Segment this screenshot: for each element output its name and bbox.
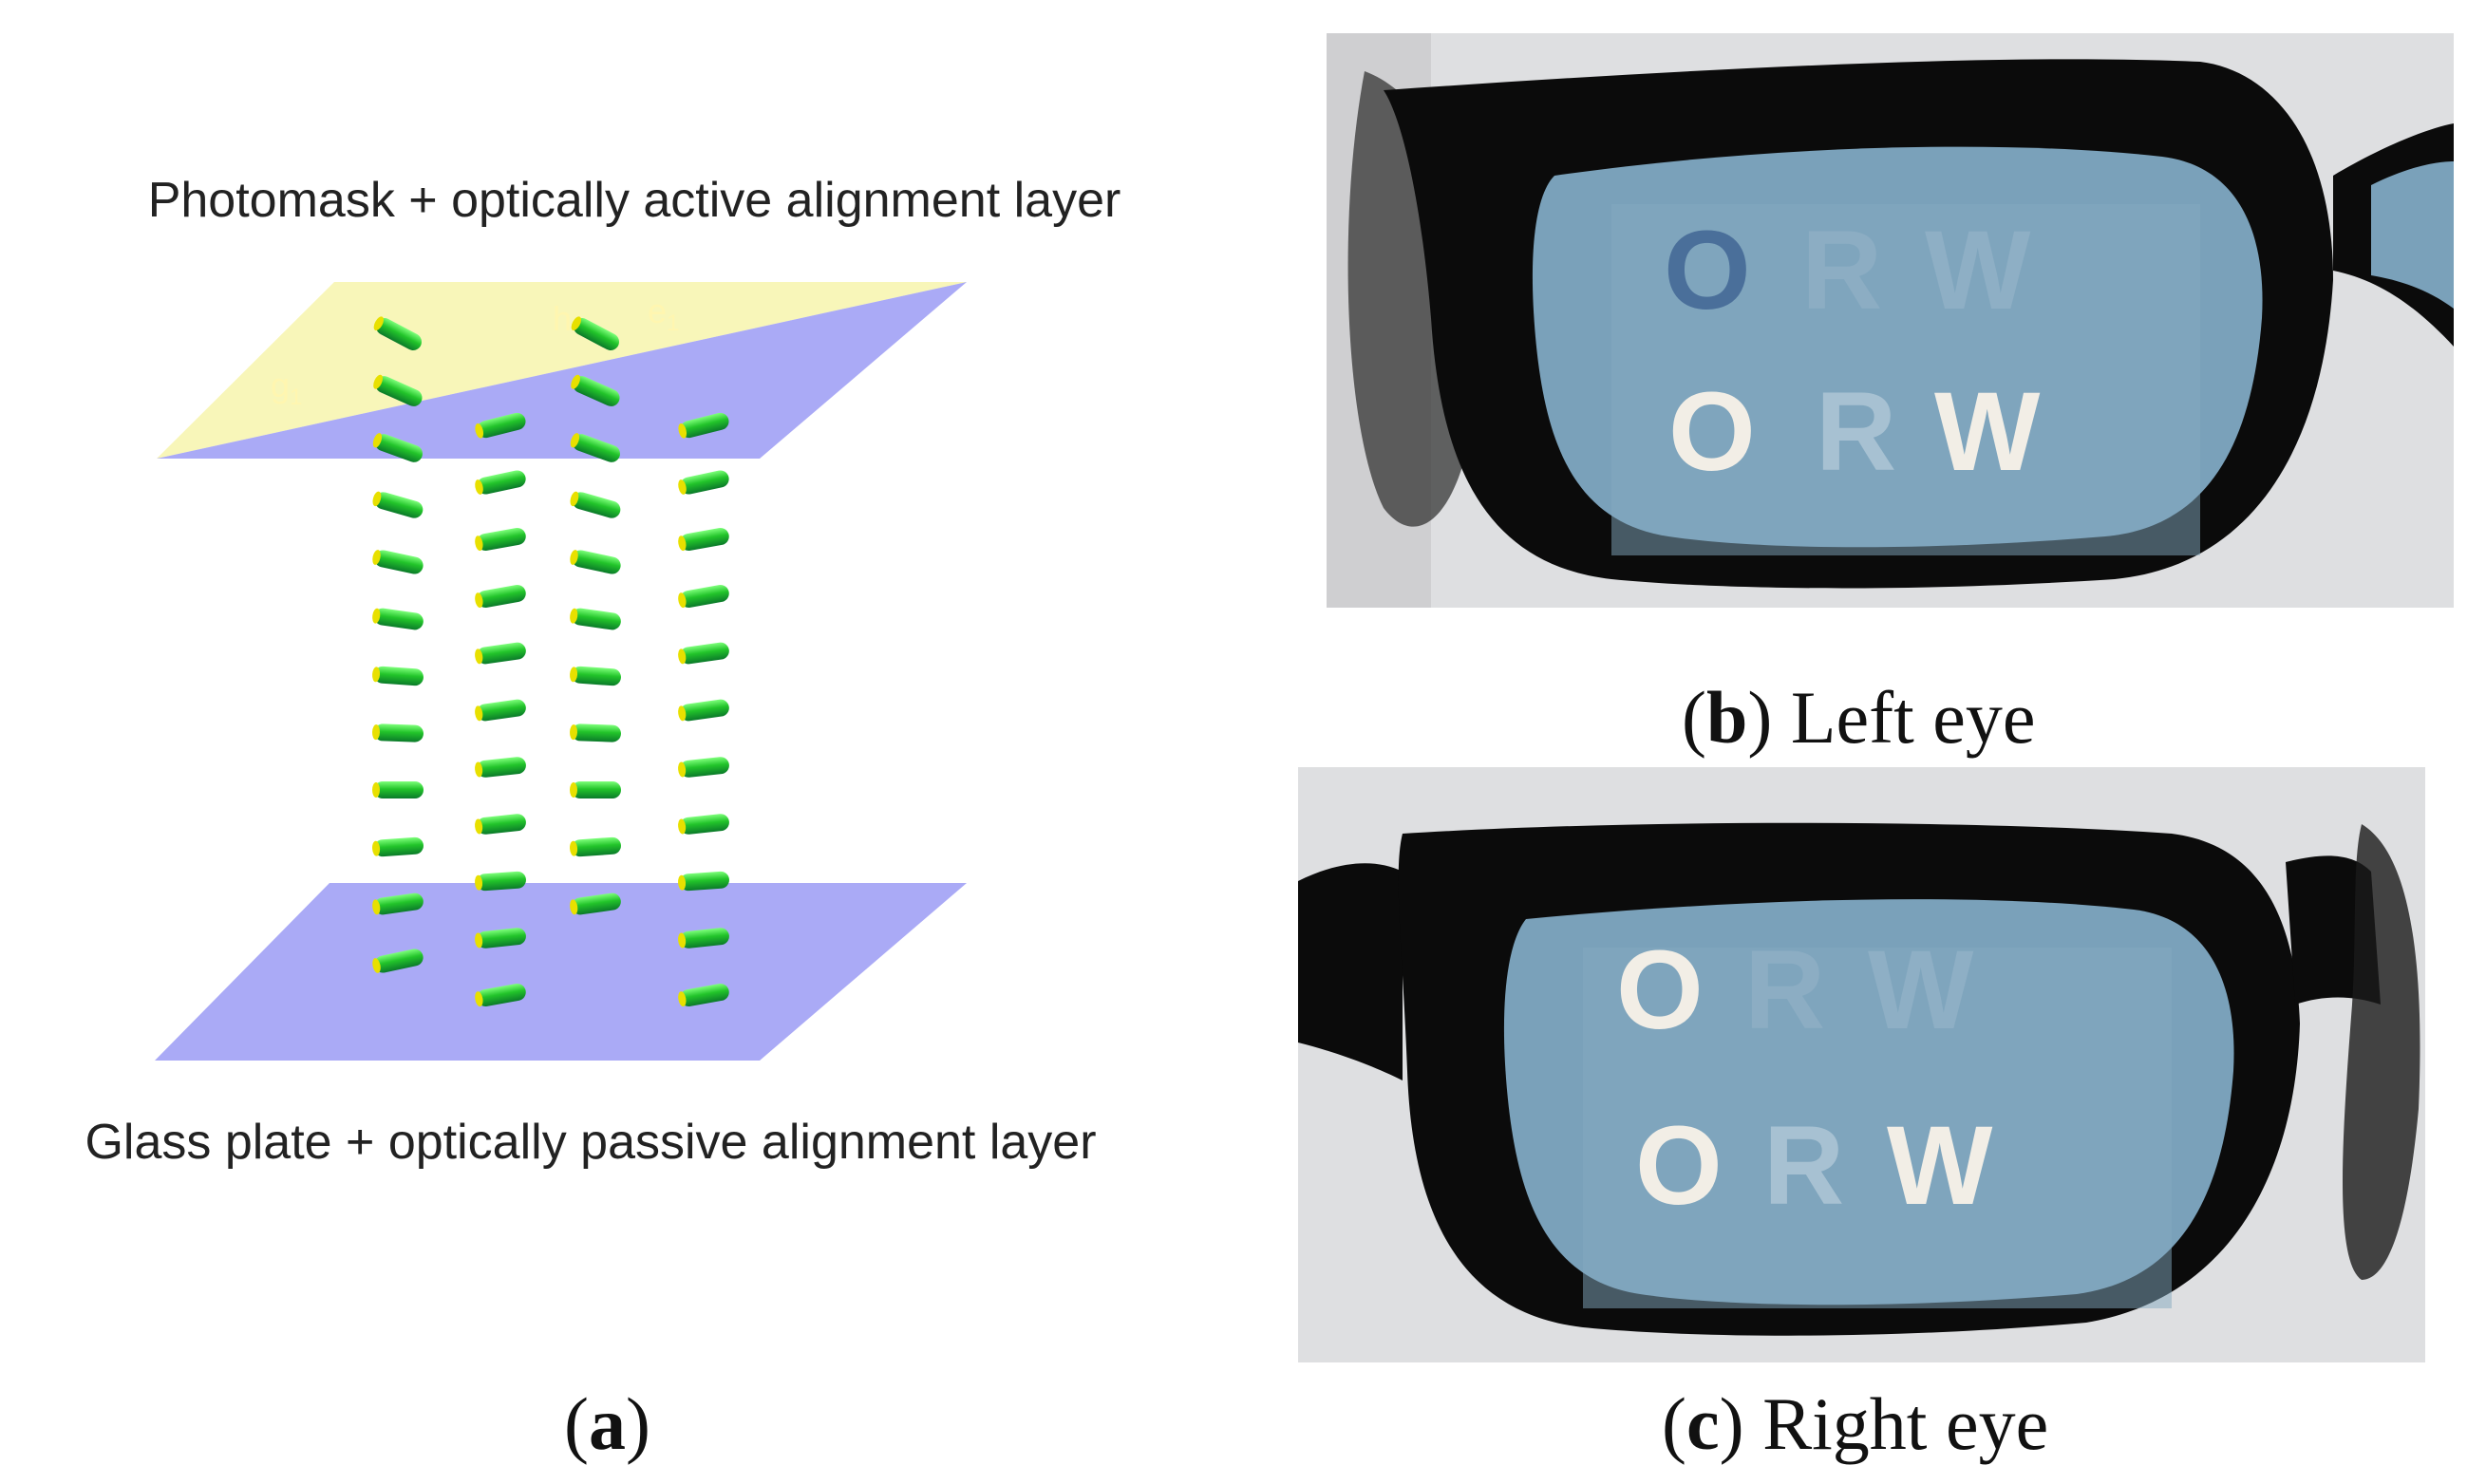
lc-molecule-rod-icon bbox=[570, 491, 621, 518]
lens-letter-c-1-2: R bbox=[1744, 928, 1825, 1053]
top-plate-label: Photomask + optically active alignment l… bbox=[148, 173, 1121, 228]
marker-e: e1 bbox=[648, 291, 679, 336]
lc-molecule-rod-icon bbox=[372, 666, 424, 686]
lens-letter-c-2-3: W bbox=[1887, 1103, 1993, 1229]
lc-molecule-rod-icon bbox=[570, 608, 621, 630]
bottom-plate bbox=[155, 883, 967, 1061]
marker-g: g1 bbox=[271, 366, 302, 410]
lc-molecule-rod-icon bbox=[570, 723, 621, 742]
lc-molecule-rod-icon bbox=[475, 642, 526, 665]
lc-molecule-rod-icon bbox=[475, 814, 526, 835]
lc-molecule-rod-icon bbox=[475, 871, 526, 892]
lens-letter-c-1-1: O bbox=[1616, 928, 1704, 1053]
lens-letter-c-2-2: R bbox=[1763, 1103, 1844, 1229]
caption-a: (a) bbox=[564, 1382, 650, 1465]
caption-b: (b) Left eye bbox=[1682, 676, 2036, 759]
panel-a-diagram: Photomask + optically active alignment l… bbox=[85, 173, 1121, 1170]
caption-c: (c) Right eye bbox=[1662, 1382, 2049, 1465]
marker-h: h bbox=[553, 299, 572, 338]
lens-letter-b-2-3: W bbox=[1934, 369, 2041, 495]
lc-molecule-rod-icon bbox=[372, 949, 424, 973]
lc-molecule-rod-icon bbox=[570, 892, 621, 915]
lc-molecule-rod-icon bbox=[678, 928, 729, 949]
lc-molecule-rod-icon bbox=[475, 699, 526, 722]
lc-molecule-rod-icon bbox=[475, 412, 526, 439]
lc-rod-columns bbox=[372, 316, 729, 1007]
lc-molecule-rod-icon bbox=[372, 892, 424, 915]
lc-molecule-rod-icon bbox=[372, 433, 423, 462]
lc-molecule-rod-icon bbox=[475, 585, 526, 609]
glasses-right-eye: O R W O R W bbox=[1298, 767, 2425, 1362]
lens-letter-c-2-1: O bbox=[1635, 1103, 1723, 1229]
lc-molecule-rod-icon bbox=[678, 528, 729, 552]
photo-left-eye: O R W O R W bbox=[1327, 33, 2454, 608]
photo-right-eye: O R W O R W bbox=[1298, 767, 2425, 1362]
lc-molecule-rod-icon bbox=[678, 642, 729, 665]
lc-molecule-rod-icon bbox=[372, 608, 424, 630]
lens-letter-b-2-1: O bbox=[1668, 369, 1756, 495]
lc-molecule-rod-icon bbox=[373, 316, 423, 350]
lc-molecule-rod-icon bbox=[678, 757, 729, 778]
lens-letter-c-1-3: W bbox=[1868, 928, 1974, 1053]
lc-molecule-rod-icon bbox=[678, 814, 729, 835]
lc-molecule-rod-icon bbox=[372, 491, 424, 518]
lc-molecule-rod-icon bbox=[475, 528, 526, 552]
lc-molecule-rod-icon bbox=[475, 757, 526, 778]
lens-letter-b-1-3: W bbox=[1925, 208, 2031, 333]
lc-molecule-rod-icon bbox=[475, 470, 526, 495]
lc-molecule-rod-icon bbox=[678, 984, 729, 1007]
lc-molecule-rod-icon bbox=[475, 928, 526, 949]
lc-molecule-rod-icon bbox=[571, 374, 620, 406]
lens-letter-b-1-2: R bbox=[1801, 208, 1882, 333]
lc-molecule-rod-icon bbox=[372, 781, 424, 798]
lc-molecule-rod-icon bbox=[678, 412, 729, 439]
lc-molecule-rod-icon bbox=[372, 836, 424, 857]
top-plate-blue-region bbox=[157, 282, 967, 459]
lc-molecule-rod-icon bbox=[570, 836, 621, 857]
lens-letter-b-1-1: O bbox=[1664, 208, 1751, 333]
glasses-left-eye: O R W O R W bbox=[1327, 33, 2454, 608]
lc-molecule-rod-icon bbox=[372, 723, 424, 742]
lc-molecule-rod-icon bbox=[678, 585, 729, 609]
lc-molecule-rod-icon bbox=[373, 374, 423, 406]
lc-molecule-rod-icon bbox=[678, 470, 729, 495]
lc-molecule-rod-icon bbox=[475, 984, 526, 1007]
bottom-plate-label: Glass plate + optically passive alignmen… bbox=[85, 1115, 1096, 1170]
lc-molecule-rod-icon bbox=[571, 316, 620, 350]
lc-molecule-rod-icon bbox=[570, 781, 621, 798]
lc-molecule-rod-icon bbox=[372, 550, 424, 574]
lc-molecule-rod-icon bbox=[678, 871, 729, 892]
lc-molecule-rod-icon bbox=[570, 666, 621, 686]
lens-letter-b-2-2: R bbox=[1816, 369, 1896, 495]
lc-molecule-rod-icon bbox=[678, 699, 729, 722]
lc-molecule-rod-icon bbox=[570, 433, 620, 462]
lc-molecule-rod-icon bbox=[570, 550, 621, 574]
